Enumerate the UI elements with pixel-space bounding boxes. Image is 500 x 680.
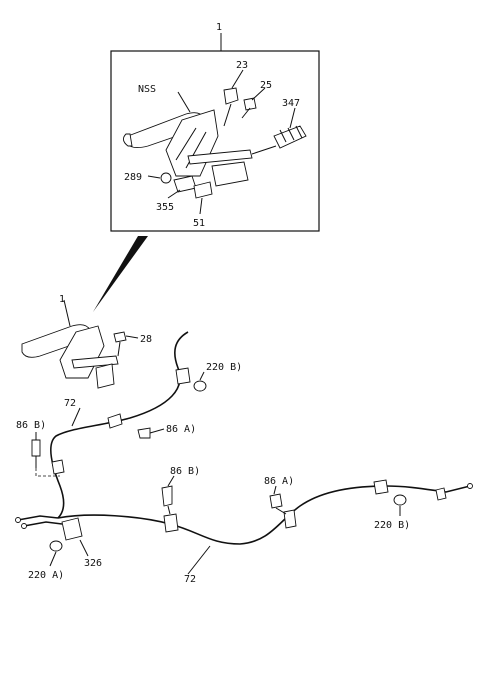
front-cable bbox=[49, 331, 189, 519]
callout-labels: 1 NSS 23 25 347 289 355 51 1 28 220 B) 7… bbox=[16, 22, 410, 585]
callout-355: 355 bbox=[156, 202, 174, 213]
bolt-86-b-center bbox=[161, 485, 173, 507]
main-lever-assembly bbox=[21, 299, 139, 389]
clip-part bbox=[193, 181, 213, 199]
bolt-86-a-right bbox=[269, 493, 283, 509]
bolt-28 bbox=[113, 331, 127, 343]
rear-cable-left-end bbox=[17, 515, 59, 521]
clip-86-center bbox=[163, 513, 179, 533]
nut-part bbox=[160, 172, 172, 184]
bolt-part bbox=[243, 97, 257, 111]
callout-86-a-mid: 86 A) bbox=[166, 424, 196, 435]
callout-326: 326 bbox=[84, 558, 102, 569]
callout-220-b-upper: 220 B) bbox=[206, 362, 242, 373]
brake-cables bbox=[15, 331, 473, 575]
callout-86-b-left: 86 B) bbox=[16, 420, 46, 431]
grommet-220-upper bbox=[193, 380, 207, 392]
rear-cable-long bbox=[57, 485, 471, 545]
callout-86-a-right: 86 A) bbox=[264, 476, 294, 487]
bolt-86-b-left bbox=[31, 439, 41, 457]
bracket-326 bbox=[61, 517, 83, 541]
callout-23: 23 bbox=[236, 60, 248, 71]
grommet-220-right bbox=[393, 494, 407, 506]
callout-72-lower: 72 bbox=[184, 574, 196, 585]
callout-289: 289 bbox=[124, 172, 142, 183]
callout-347: 347 bbox=[282, 98, 300, 109]
callout-1-inset: 1 bbox=[216, 22, 222, 33]
callout-86-b-center: 86 B) bbox=[170, 466, 200, 477]
callout-25: 25 bbox=[260, 80, 272, 91]
bolt-86-a-mid bbox=[137, 427, 151, 439]
callout-51: 51 bbox=[193, 218, 205, 229]
equalizer-fitting bbox=[273, 125, 307, 149]
detail-inset bbox=[93, 33, 320, 312]
callout-220-a-left: 220 A) bbox=[28, 570, 64, 581]
grommet-220-a-left bbox=[49, 540, 63, 552]
inset-pointer bbox=[93, 236, 148, 312]
callout-28: 28 bbox=[140, 334, 152, 345]
callout-72-upper: 72 bbox=[64, 398, 76, 409]
callout-nss: NSS bbox=[138, 84, 156, 95]
callout-220-b-right: 220 B) bbox=[374, 520, 410, 531]
callout-1-main: 1 bbox=[59, 294, 65, 305]
switch-part bbox=[223, 87, 239, 105]
